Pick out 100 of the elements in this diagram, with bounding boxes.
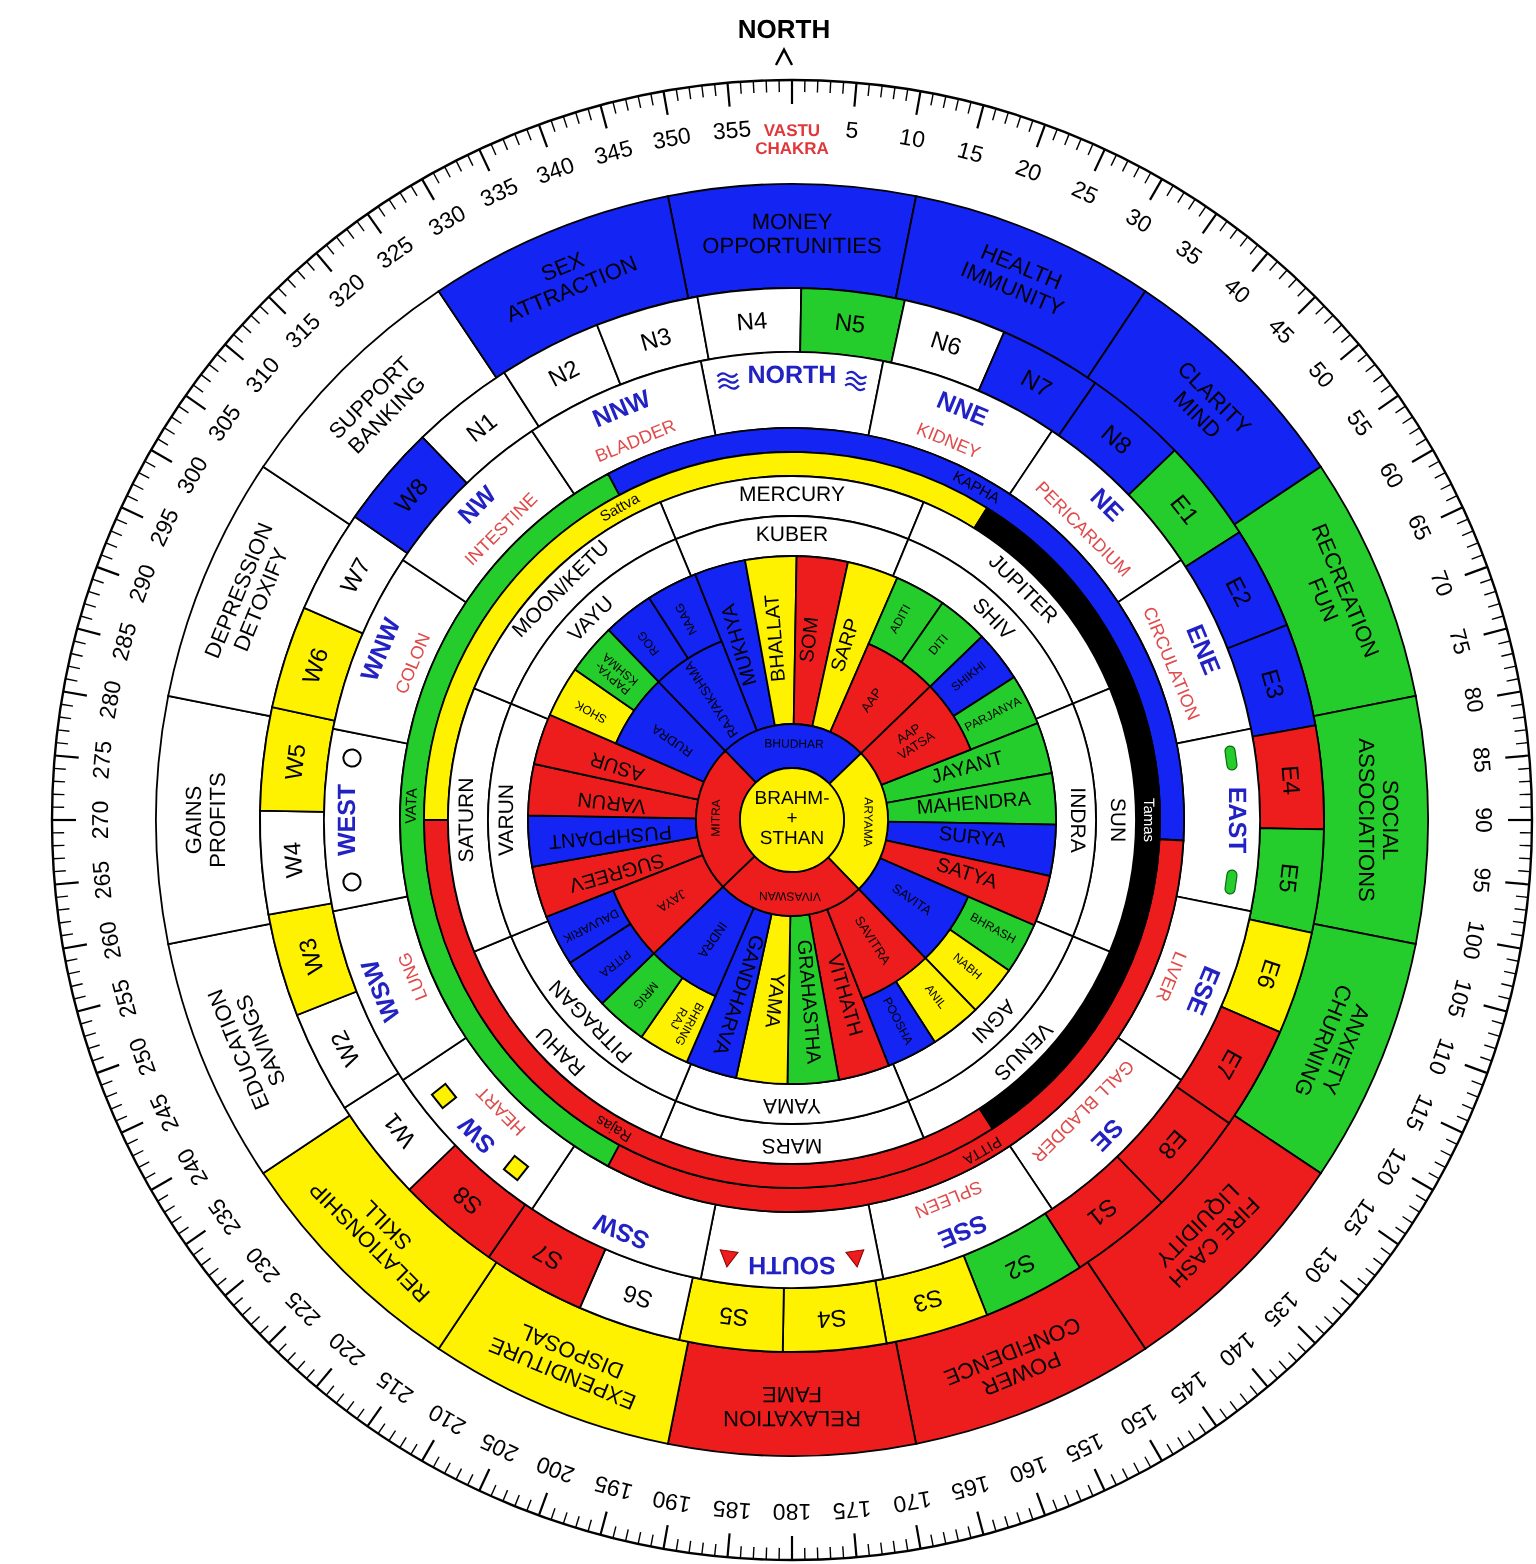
degree-number: 220 (326, 1327, 371, 1371)
compass-label: NORTH (737, 16, 831, 44)
devta-label: ASUR (589, 745, 649, 783)
degree-number: 45 (1262, 314, 1298, 350)
degree-number: 35 (1170, 237, 1206, 272)
pada-label: S5 (718, 1302, 751, 1331)
degree-number: 315 (282, 310, 327, 355)
degree-number: 290 (125, 561, 162, 607)
degree-number: 25 (1066, 178, 1101, 211)
deity-label: KUBER (755, 525, 829, 547)
planet-label: SUN (1105, 797, 1127, 843)
degree-number: 230 (241, 1241, 285, 1286)
direction-label: ESE (1180, 961, 1224, 1019)
direction-label: EAST (1222, 786, 1250, 854)
deity-sector (486, 700, 552, 940)
degree-number: 95 (1466, 866, 1493, 894)
pada-label: E6 (1251, 955, 1285, 992)
pada-label: S6 (620, 1279, 657, 1313)
pada-label: S3 (911, 1284, 947, 1318)
degree-number: 150 (1114, 1397, 1160, 1438)
degree-number: 310 (241, 354, 285, 399)
pada-label: W3 (294, 936, 329, 978)
degree-number: 65 (1401, 511, 1434, 546)
pada-label: N3 (637, 322, 674, 356)
degree-number: 165 (948, 1469, 993, 1504)
degree-number: 105 (1441, 976, 1476, 1021)
planet-label: MERCURY (739, 485, 845, 507)
pada-sector (258, 704, 338, 814)
degree-number: 50 (1303, 358, 1339, 395)
pada-sector (676, 1274, 786, 1354)
pada-label: N6 (927, 327, 964, 361)
deity-label: VARUN (497, 784, 519, 856)
degree-number: 5 (844, 120, 860, 146)
degree-number: 55 (1339, 406, 1375, 442)
degree-number: 75 (1443, 625, 1474, 657)
zone-sector (664, 1338, 920, 1458)
pada-sector (1250, 722, 1326, 832)
degree-number: 120 (1369, 1142, 1410, 1188)
degree-number: 200 (533, 1450, 579, 1487)
devta-label: VARUN (575, 784, 647, 814)
devta-label: SURYA (938, 826, 1008, 856)
direction-label: NORTH (747, 362, 837, 390)
pada-label: N7 (1015, 364, 1055, 402)
devta-label: YAMA (758, 972, 785, 1030)
direction-label: SSW (590, 1207, 654, 1254)
degree-number: 125 (1336, 1193, 1379, 1239)
planet-sector (446, 686, 514, 954)
center-label: BRAHM- + STHAN (754, 790, 830, 850)
pada-label: S7 (529, 1238, 568, 1275)
degree-number: 60 (1372, 457, 1407, 493)
pada-label: E5 (1274, 861, 1303, 894)
devta-label: BHALLAT (763, 594, 792, 683)
pada-sector (1246, 826, 1326, 936)
pada-label: S1 (1083, 1193, 1122, 1231)
degree-number: 240 (174, 1142, 215, 1188)
pada-label: W7 (335, 554, 375, 599)
chakra-title: VASTU CHAKRA (755, 122, 829, 158)
degree-number: 135 (1257, 1285, 1302, 1330)
pada-label: W4 (279, 841, 308, 880)
devta-sector (826, 750, 890, 892)
deity-label: YAMA (763, 1093, 821, 1115)
degree-number: 85 (1466, 746, 1493, 774)
degree-number: 170 (890, 1484, 933, 1515)
degree-number: 215 (373, 1364, 419, 1407)
degree-number: 275 (90, 739, 119, 780)
degree-number: 330 (424, 202, 470, 243)
degree-number: 185 (711, 1493, 752, 1522)
degree-number: 280 (97, 679, 128, 722)
degree-number: 190 (651, 1484, 694, 1515)
degree-number: 130 (1299, 1241, 1343, 1286)
degree-number: 340 (533, 153, 579, 190)
degree-number: 265 (90, 859, 119, 901)
degree-number: 235 (205, 1193, 248, 1239)
pada-label: S8 (448, 1181, 488, 1220)
devta-sector (694, 748, 758, 890)
degree-number: 260 (97, 918, 128, 961)
center-circle (738, 766, 846, 874)
deity-label: INDRA (1065, 787, 1087, 853)
degree-number: 180 (772, 1497, 812, 1523)
direction-label: SOUTH (748, 1250, 836, 1278)
degree-number: 210 (424, 1397, 470, 1438)
degree-number: 250 (125, 1033, 162, 1079)
zone-label: GAINS PROFITS (184, 772, 232, 868)
pada-label: E1 (1165, 490, 1203, 529)
planet-sector (658, 1098, 926, 1166)
pada-label: E3 (1256, 665, 1290, 701)
degree-number: 115 (1398, 1089, 1437, 1134)
pada-label: W1 (378, 1108, 422, 1153)
degree-number: 245 (147, 1089, 186, 1135)
degree-number: 40 (1217, 273, 1254, 309)
deity-sector (1032, 700, 1098, 940)
devta-label: GRAHASTHA (791, 938, 823, 1065)
degree-number: 90 (1469, 807, 1495, 833)
pada-label: W5 (280, 743, 310, 782)
degree-number: 305 (205, 401, 248, 447)
pada-label: E8 (1153, 1124, 1192, 1164)
pada-sector (258, 808, 334, 918)
degree-number: 325 (373, 233, 419, 276)
degree-number: 205 (477, 1426, 523, 1465)
pada-label: N8 (1096, 419, 1136, 459)
